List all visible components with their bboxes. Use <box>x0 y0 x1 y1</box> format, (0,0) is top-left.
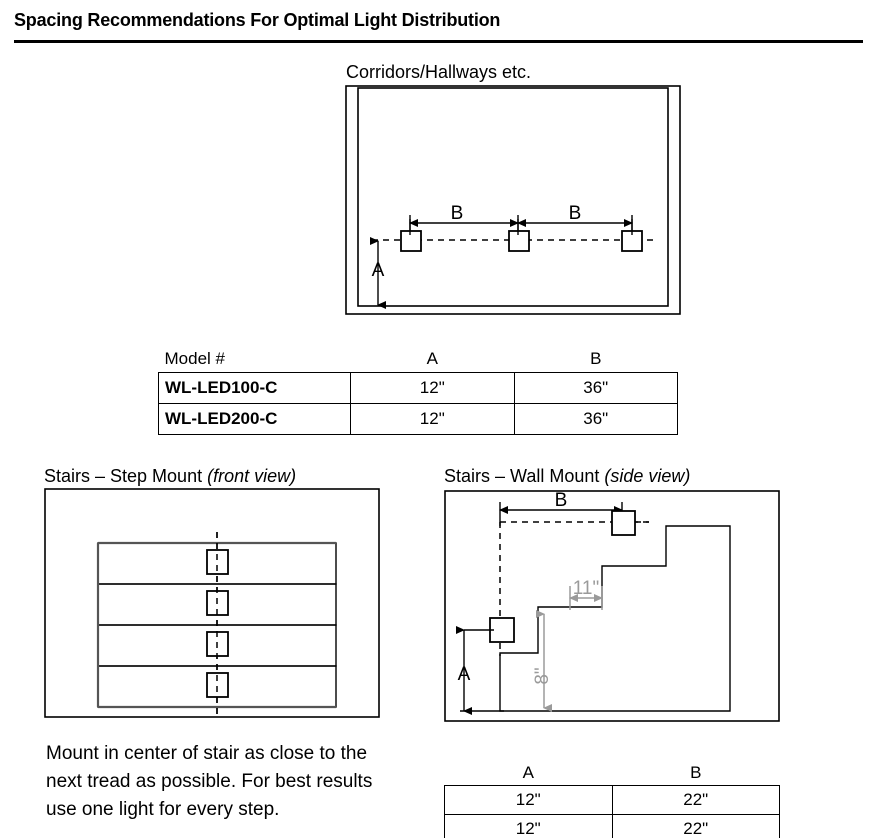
corridor-a-0: 12" <box>350 372 515 404</box>
corridor-model-0: WL-LED100-C <box>157 372 352 404</box>
corridor-dim-b1-label: B <box>451 203 464 224</box>
table-row: WL-LED200-C 12" 36" <box>157 403 678 435</box>
corridor-diagram: B B A <box>345 85 681 315</box>
wall-header-b: B <box>690 762 702 782</box>
wall-dim-a-label: A <box>458 664 471 685</box>
table-header-row: A B <box>445 760 780 786</box>
corridor-model-1: WL-LED200-C <box>157 403 352 435</box>
wall-mount-caption: Stairs – Wall Mount (side view) <box>444 466 690 487</box>
step-mount-caption-main: Stairs – Step Mount <box>44 466 208 486</box>
wall-mount-diagram: B A 8" 11" <box>444 490 780 722</box>
wall-riser-label: 8" <box>532 667 553 684</box>
wall-mount-caption-italic: (side view) <box>604 466 691 486</box>
table-row: WL-LED100-C 12" 36" <box>157 372 678 404</box>
step-mount-caption-italic: (front view) <box>207 466 297 486</box>
step-mount-note: Mount in center of stair as close to the… <box>46 743 373 820</box>
corridor-b-1: 36" <box>513 403 678 435</box>
wall-mount-caption-main: Stairs – Wall Mount <box>444 466 605 486</box>
wall-header-a: A <box>522 762 534 782</box>
table-row: 12" 22" <box>444 814 780 838</box>
corridor-a-1: 12" <box>350 403 515 435</box>
wall-tread-label: 11" <box>573 578 599 599</box>
wall-dim-b-label: B <box>555 490 568 511</box>
table-header-row: Model # A B <box>159 346 678 373</box>
table-row: 12" 22" <box>444 785 780 815</box>
corridor-dim-b2-label: B <box>569 203 582 224</box>
corridor-header-a: A <box>426 349 438 368</box>
corridor-dim-a-label: A <box>372 260 385 281</box>
wall-mount-spec-table: A B 12" 22" 12" 22" <box>444 760 780 838</box>
header-divider <box>14 40 863 43</box>
page-title: Spacing Recommendations For Optimal Ligh… <box>14 10 501 30</box>
corridor-header-b: B <box>590 349 602 368</box>
corridor-b-0: 36" <box>513 372 678 404</box>
step-mount-diagram <box>44 488 380 718</box>
wall-a-1: 12" <box>444 814 613 838</box>
step-mount-caption: Stairs – Step Mount (front view) <box>44 466 296 487</box>
corridor-header-model: Model # <box>164 349 225 368</box>
corridor-caption: Corridors/Hallways etc. <box>346 62 532 82</box>
wall-b-1: 22" <box>611 814 780 838</box>
wall-a-0: 12" <box>444 785 613 815</box>
corridor-spec-table: Model # A B WL-LED100-C 12" 36" WL-LED20… <box>157 346 678 435</box>
wall-b-0: 22" <box>611 785 780 815</box>
